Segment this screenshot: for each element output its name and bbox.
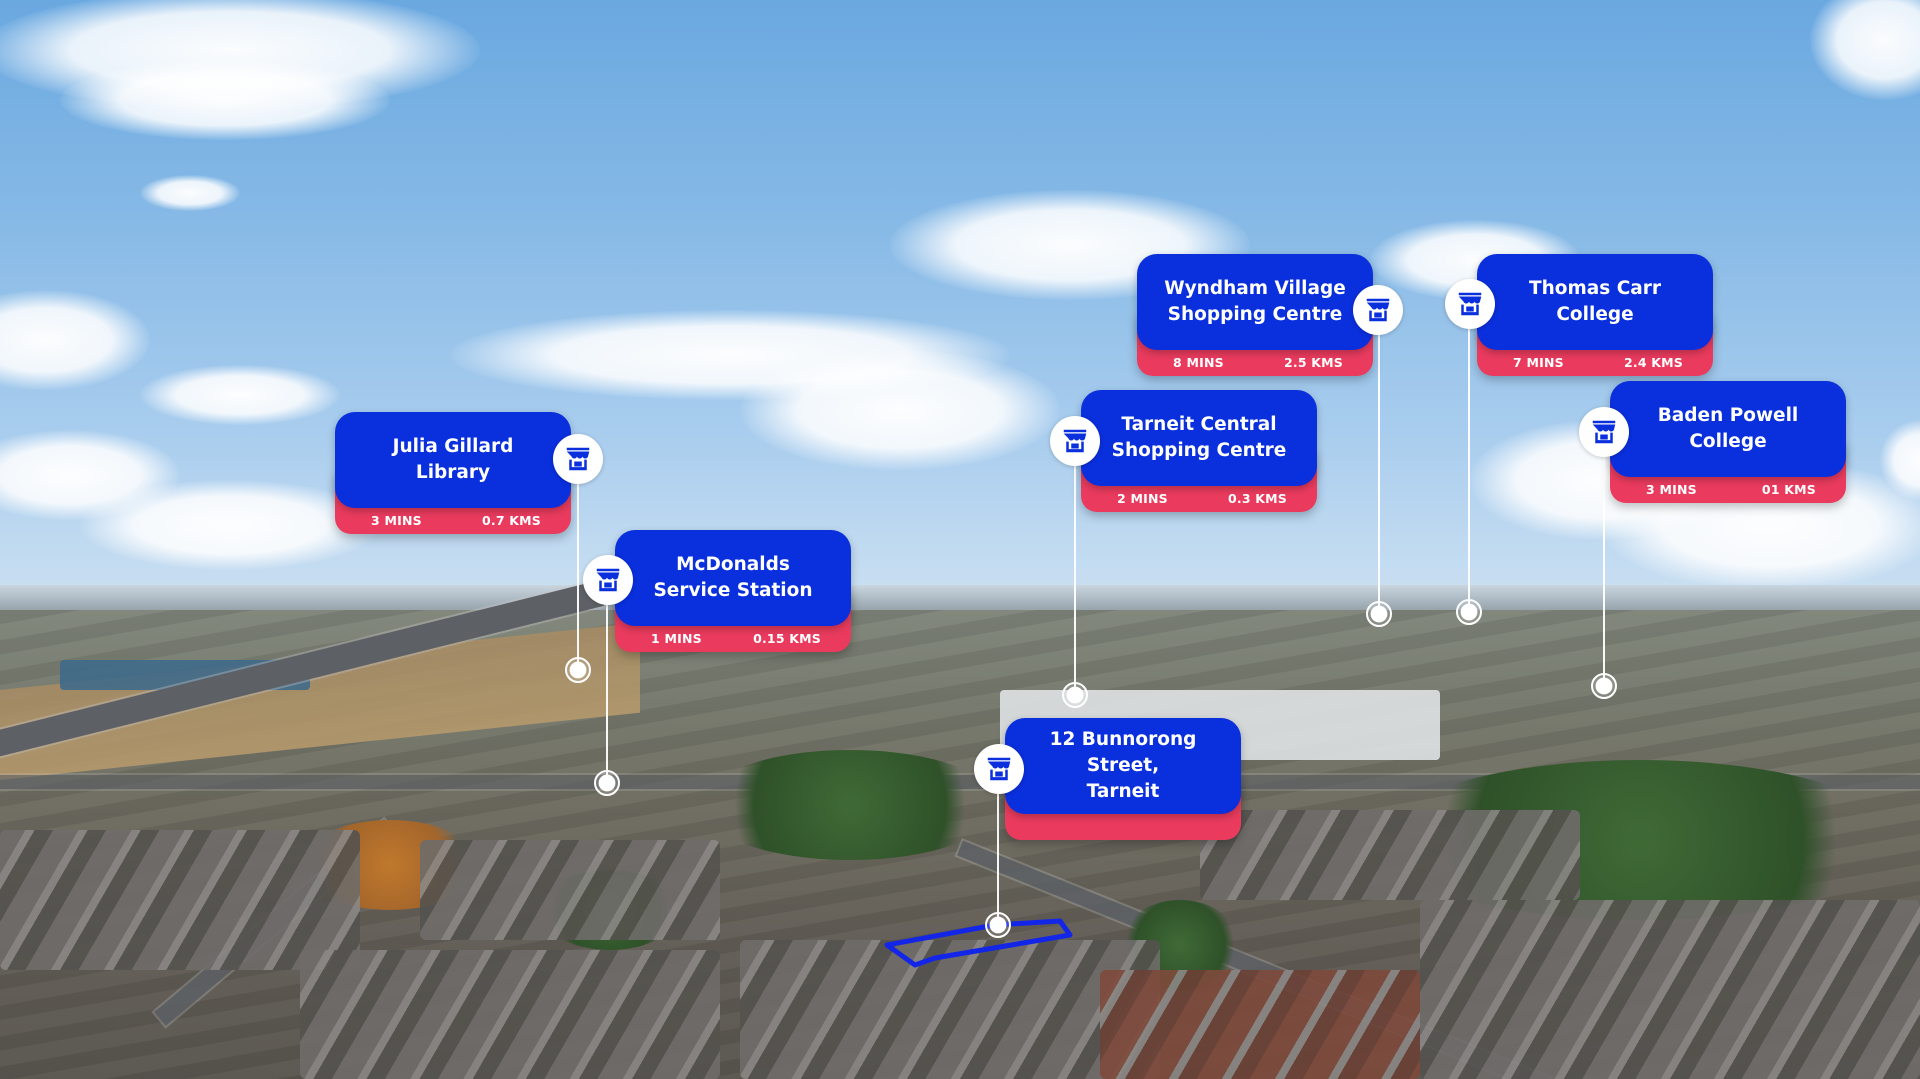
location-pin-julia-gillard[interactable] xyxy=(565,657,591,683)
store-icon xyxy=(1579,407,1629,457)
card-title-line1: Julia Gillard xyxy=(392,436,514,457)
store-icon xyxy=(974,744,1024,794)
leader-line-property xyxy=(997,794,999,925)
house-roofs xyxy=(0,830,360,970)
travel-distance: 0.15 KMS xyxy=(753,630,821,646)
store-icon xyxy=(1445,279,1495,329)
location-pin-mcdonalds[interactable] xyxy=(594,770,620,796)
location-pin-tarneit-central[interactable] xyxy=(1062,682,1088,708)
house-roofs xyxy=(300,950,720,1079)
house-roofs xyxy=(740,940,1160,1079)
travel-time: 3 MINS xyxy=(1646,481,1697,497)
card-title-line2: Shopping Centre xyxy=(1167,304,1343,325)
card-title-line2: Library xyxy=(415,462,491,483)
leader-line-thomas-carr xyxy=(1468,329,1470,612)
store-icon xyxy=(1353,285,1403,335)
card-title: 12 Bunnorong Street, Tarneit xyxy=(1005,718,1241,814)
location-pin-baden-powell[interactable] xyxy=(1591,673,1617,699)
travel-distance: 0.7 KMS xyxy=(481,512,541,528)
property-title-line2: Tarneit xyxy=(1086,781,1160,802)
location-pin-thomas-carr[interactable] xyxy=(1456,599,1482,625)
card-title-line2: College xyxy=(1689,431,1767,452)
card-title-line1: Tarneit Central xyxy=(1121,414,1277,435)
card-title-line2: Service Station xyxy=(653,580,813,601)
store-icon xyxy=(583,555,633,605)
store-icon xyxy=(553,434,603,484)
tree-cluster xyxy=(700,750,1000,860)
location-pin-wyndham[interactable] xyxy=(1366,601,1392,627)
card-meta: 8 MINS 2.5 KMS xyxy=(1137,351,1373,373)
leader-line-mcdonalds xyxy=(606,605,608,783)
property-card[interactable]: 12 Bunnorong Street, Tarneit xyxy=(1005,718,1241,840)
card-meta: 1 MINS 0.15 KMS xyxy=(615,627,851,649)
cloud xyxy=(140,365,340,425)
store-icon xyxy=(1050,416,1100,466)
travel-time: 3 MINS xyxy=(371,512,422,528)
travel-time: 8 MINS xyxy=(1173,354,1224,370)
travel-distance: 2.4 KMS xyxy=(1623,354,1683,370)
card-title-line1: Wyndham Village xyxy=(1164,278,1346,299)
leader-line-julia-gillard xyxy=(577,484,579,670)
travel-time: 7 MINS xyxy=(1513,354,1564,370)
leader-line-baden-powell xyxy=(1603,457,1605,686)
card-meta: 7 MINS 2.4 KMS xyxy=(1477,351,1713,373)
travel-time: 1 MINS xyxy=(651,630,702,646)
card-meta: 3 MINS 01 KMS xyxy=(1610,478,1846,500)
travel-distance: 01 KMS xyxy=(1761,481,1816,497)
cloud xyxy=(740,350,1060,470)
leader-line-tarneit-central xyxy=(1074,466,1076,695)
house-roofs xyxy=(420,840,720,940)
house-roofs xyxy=(1420,900,1920,1079)
travel-time: 2 MINS xyxy=(1117,490,1168,506)
location-pin-property[interactable] xyxy=(985,912,1011,938)
leader-line-wyndham xyxy=(1378,335,1380,614)
house-roofs xyxy=(1100,970,1420,1079)
card-title-line1: Baden Powell xyxy=(1657,405,1799,426)
cloud xyxy=(140,175,240,211)
card-title-line1: Thomas Carr xyxy=(1528,278,1662,299)
property-title-line1: 12 Bunnorong Street, xyxy=(1049,729,1197,776)
card-title-line1: McDonalds xyxy=(676,554,790,575)
card-meta: 2 MINS 0.3 KMS xyxy=(1081,487,1317,509)
card-meta: 3 MINS 0.7 KMS xyxy=(335,509,571,531)
card-title-line2: Shopping Centre xyxy=(1111,440,1287,461)
cloud xyxy=(60,60,390,140)
house-roofs xyxy=(1200,810,1580,900)
travel-distance: 0.3 KMS xyxy=(1227,490,1287,506)
travel-distance: 2.5 KMS xyxy=(1283,354,1343,370)
cloud xyxy=(80,480,380,570)
card-title-line2: College xyxy=(1556,304,1634,325)
